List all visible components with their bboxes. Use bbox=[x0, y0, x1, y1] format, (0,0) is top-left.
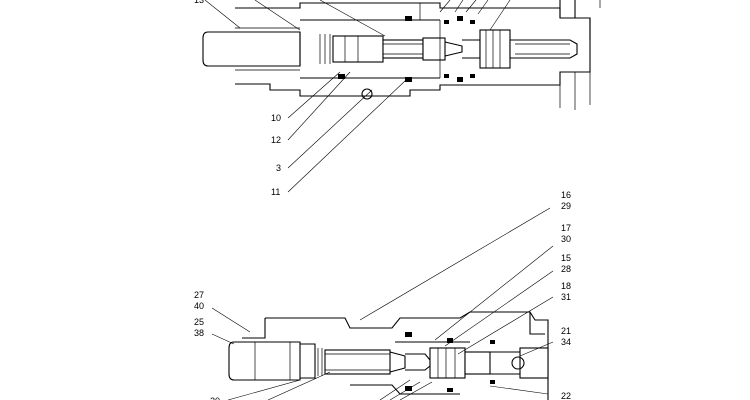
callout-22: 22 bbox=[561, 391, 571, 400]
callout-15: 15 bbox=[561, 253, 571, 263]
callout-20: 20 bbox=[210, 396, 220, 400]
callout-28: 28 bbox=[561, 264, 571, 274]
callout-21: 21 bbox=[561, 326, 571, 336]
callout-16: 16 bbox=[561, 190, 571, 200]
callout-38: 38 bbox=[194, 328, 204, 338]
callout-31: 31 bbox=[561, 292, 571, 302]
upper-valve-assembly bbox=[202, 0, 601, 110]
callout-30: 30 bbox=[561, 234, 571, 244]
upper-leader-lines bbox=[204, 0, 511, 193]
callout-18: 18 bbox=[561, 281, 571, 291]
callout-11: 11 bbox=[271, 187, 280, 197]
callout-29: 29 bbox=[561, 201, 571, 211]
callout-12: 12 bbox=[271, 135, 281, 145]
callout-17: 17 bbox=[561, 223, 571, 233]
lower-valve-assembly bbox=[228, 311, 549, 400]
callout-34: 34 bbox=[561, 337, 571, 347]
lower-leader-lines bbox=[211, 207, 554, 400]
callout-13: 13 bbox=[194, 0, 204, 5]
callout-27: 27 bbox=[194, 290, 204, 300]
callout-10: 10 bbox=[271, 113, 281, 123]
callout-25: 25 bbox=[194, 317, 204, 327]
callout-40: 40 bbox=[194, 301, 204, 311]
callout-3: 3 bbox=[276, 163, 281, 173]
